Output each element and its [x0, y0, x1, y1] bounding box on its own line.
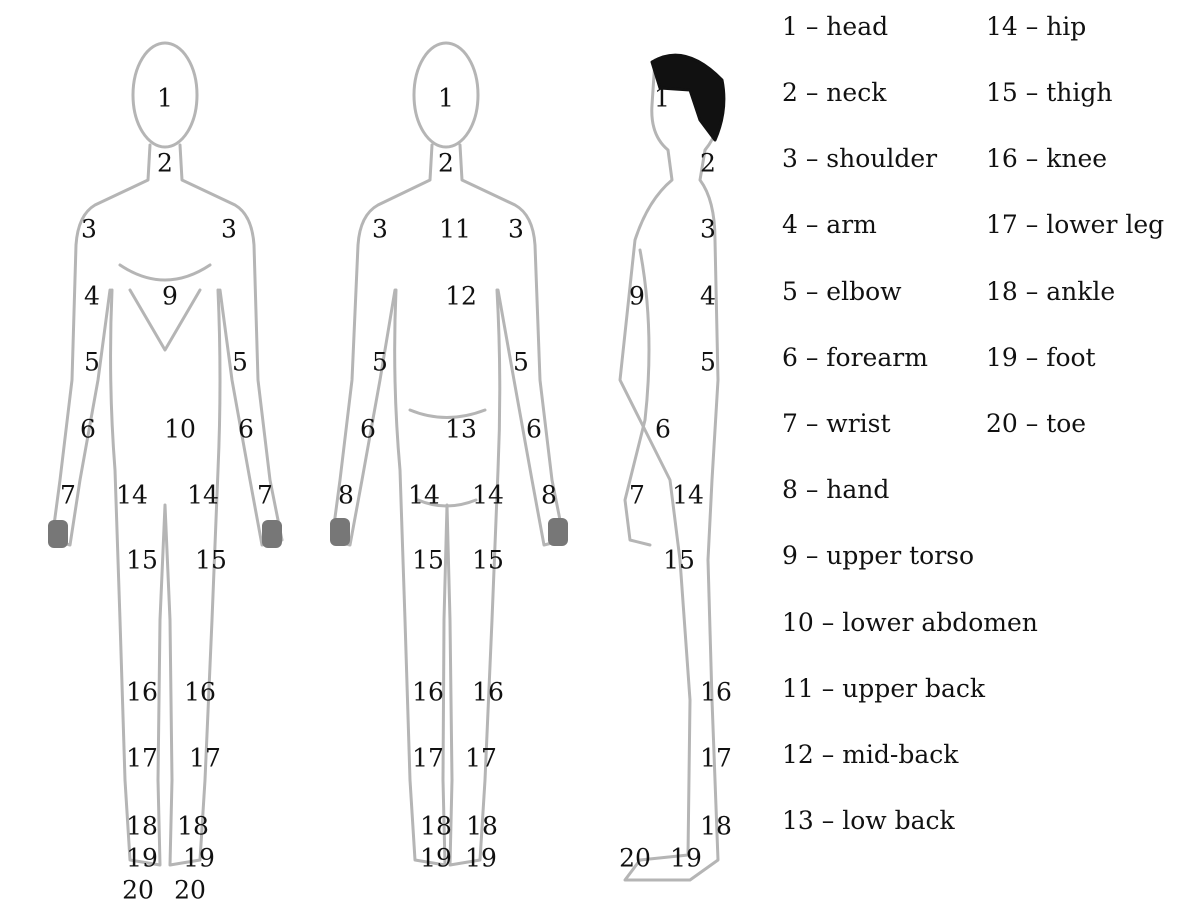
back-label-hip-right: 14 [472, 483, 504, 508]
legend-item-wrist: 7 – wrist [782, 411, 891, 436]
back-label-upper-back: 11 [439, 217, 471, 242]
side-label-upper-torso: 9 [629, 284, 645, 309]
side-label-knee: 16 [700, 680, 732, 705]
front-label-hip-left: 14 [187, 483, 219, 508]
legend-item-upper-torso: 9 – upper torso [782, 543, 974, 568]
legend-item-upper-back: 11 – upper back [782, 676, 985, 701]
back-label-hand-right: 8 [541, 483, 557, 508]
back-label-knee-right: 16 [472, 680, 504, 705]
back-label-knee-left: 16 [412, 680, 444, 705]
front-label-knee-right: 16 [126, 680, 158, 705]
back-label-thigh-left: 15 [412, 548, 444, 573]
front-label-forearm-right: 6 [80, 417, 96, 442]
legend-item-mid-back: 12 – mid-back [782, 742, 958, 767]
front-label-head: 1 [157, 86, 173, 111]
front-label-ankle-right: 18 [126, 814, 158, 839]
front-label-neck: 2 [157, 151, 173, 176]
back-label-neck: 2 [438, 151, 454, 176]
front-label-hip-right: 14 [116, 483, 148, 508]
back-label-low-back: 13 [445, 417, 477, 442]
legend-item-forearm: 6 – forearm [782, 345, 928, 370]
side-label-toe: 20 [619, 846, 651, 871]
legend-item-knee: 16 – knee [986, 146, 1107, 171]
back-label-head: 1 [438, 86, 454, 111]
side-label-neck: 2 [700, 151, 716, 176]
front-label-toe-right: 20 [122, 878, 154, 903]
front-label-forearm-left: 6 [238, 417, 254, 442]
front-label-toe-left: 20 [174, 878, 206, 903]
legend-item-lower-abdomen: 10 – lower abdomen [782, 610, 1038, 635]
back-label-hip-left: 14 [408, 483, 440, 508]
legend-item-head: 1 – head [782, 14, 888, 39]
back-label-lower-leg-right: 17 [465, 746, 497, 771]
side-label-lower-leg: 17 [700, 746, 732, 771]
back-label-ankle-right: 18 [466, 814, 498, 839]
front-label-upper-torso: 9 [162, 284, 178, 309]
front-label-foot-right: 19 [126, 846, 158, 871]
front-label-lower-leg-left: 17 [189, 746, 221, 771]
back-label-thigh-right: 15 [472, 548, 504, 573]
legend-item-thigh: 15 – thigh [986, 80, 1112, 105]
side-label-elbow: 5 [700, 350, 716, 375]
front-label-knee-left: 16 [184, 680, 216, 705]
front-label-elbow-right: 5 [84, 350, 100, 375]
back-label-shoulder-right: 3 [508, 217, 524, 242]
front-label-lower-abdomen: 10 [164, 417, 196, 442]
legend-item-arm: 4 – arm [782, 212, 877, 237]
legend-item-neck: 2 – neck [782, 80, 886, 105]
legend-item-shoulder: 3 – shoulder [782, 146, 937, 171]
side-label-arm: 4 [700, 284, 716, 309]
legend-item-lower-leg: 17 – lower leg [986, 212, 1164, 237]
side-label-forearm: 6 [655, 417, 671, 442]
back-label-ankle-left: 18 [420, 814, 452, 839]
legend-item-low-back: 13 – low back [782, 808, 955, 833]
back-label-shoulder-left: 3 [372, 217, 388, 242]
side-label-head: 1 [654, 86, 670, 111]
side-label-foot: 19 [670, 846, 702, 871]
legend-item-foot: 19 – foot [986, 345, 1096, 370]
front-label-shoulder-left: 3 [221, 217, 237, 242]
side-label-thigh: 15 [663, 548, 695, 573]
front-label-ankle-left: 18 [177, 814, 209, 839]
front-label-shoulder-right: 3 [81, 217, 97, 242]
back-label-forearm-left: 6 [360, 417, 376, 442]
back-label-foot-left: 19 [420, 846, 452, 871]
back-label-elbow-right: 5 [513, 350, 529, 375]
legend-item-hand: 8 – hand [782, 477, 889, 502]
back-label-forearm-right: 6 [526, 417, 542, 442]
front-label-wrist-left: 7 [257, 483, 273, 508]
legend: 1 – head 2 – neck 3 – shoulder 4 – arm 5… [782, 14, 1178, 894]
body-outlines [0, 0, 760, 909]
front-label-thigh-right: 15 [126, 548, 158, 573]
legend-item-elbow: 5 – elbow [782, 279, 902, 304]
legend-item-hip: 14 – hip [986, 14, 1086, 39]
side-label-ankle: 18 [700, 814, 732, 839]
front-label-elbow-left: 5 [232, 350, 248, 375]
front-label-foot-left: 19 [183, 846, 215, 871]
back-label-elbow-left: 5 [372, 350, 388, 375]
legend-item-ankle: 18 – ankle [986, 279, 1115, 304]
side-label-hip: 14 [672, 483, 704, 508]
body-diagram: 1 2 3 3 4 9 5 5 6 10 6 7 14 14 7 15 15 1… [0, 0, 760, 909]
front-label-lower-leg-right: 17 [126, 746, 158, 771]
back-label-lower-leg-left: 17 [412, 746, 444, 771]
front-label-thigh-left: 15 [195, 548, 227, 573]
back-label-hand-left: 8 [338, 483, 354, 508]
back-label-mid-back: 12 [445, 284, 477, 309]
front-label-arm: 4 [84, 284, 100, 309]
back-label-foot-right: 19 [465, 846, 497, 871]
side-label-shoulder: 3 [700, 217, 716, 242]
front-label-wrist-right: 7 [60, 483, 76, 508]
side-label-wrist: 7 [629, 483, 645, 508]
legend-item-toe: 20 – toe [986, 411, 1086, 436]
